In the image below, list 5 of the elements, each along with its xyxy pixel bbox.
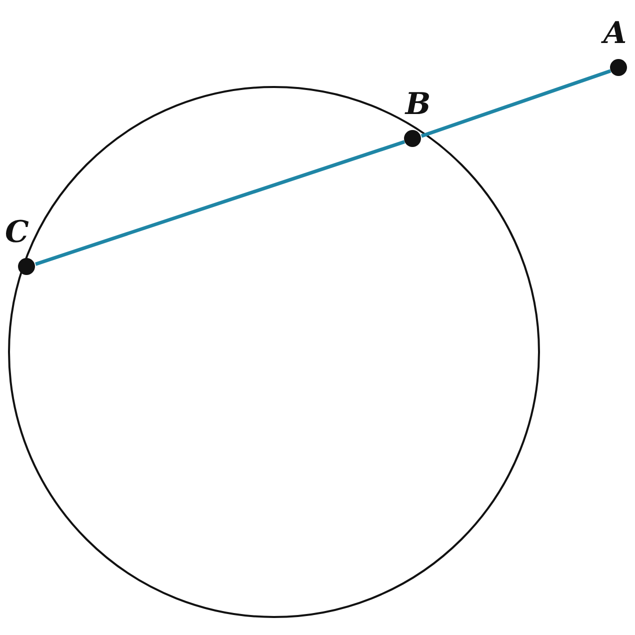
line-segment <box>35 140 405 266</box>
point-label: B <box>404 88 432 122</box>
line-segment <box>420 69 612 138</box>
point-label: A <box>600 17 628 51</box>
point-label: C <box>4 216 30 250</box>
